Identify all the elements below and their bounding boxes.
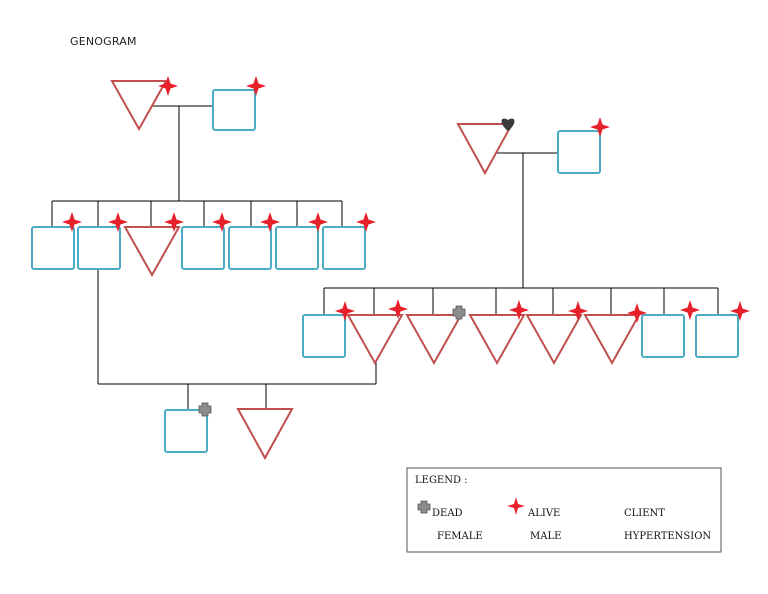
legend-item-male: MALE (530, 531, 561, 542)
female-square (181, 226, 225, 270)
alive-star-icon (730, 301, 750, 321)
female-square (641, 314, 685, 358)
family-connection-lines (51, 105, 719, 410)
alive-star-icon (62, 212, 82, 232)
alive-star-icon (680, 300, 700, 320)
female-square (302, 314, 346, 358)
diagram-title: GENOGRAM (70, 35, 137, 48)
alive-star-icon (509, 300, 529, 320)
heart-icon (501, 118, 515, 131)
alive-star-icon (388, 299, 408, 319)
legend-item-alive: ALIVE (527, 508, 560, 519)
female-square (212, 89, 256, 131)
legend: LEGEND : DEAD ALIVE CLIENT FEMALE MALE H… (406, 467, 722, 553)
alive-star-icon (568, 301, 588, 321)
legend-item-female: FEMALE (437, 531, 483, 542)
male-triangle (110, 80, 168, 132)
female-square (275, 226, 319, 270)
female-square (31, 226, 75, 270)
alive-star-icon (308, 212, 328, 232)
alive-star-icon (164, 212, 184, 232)
female-square (228, 226, 272, 270)
legend-item-hypertension: HYPERTENSION (624, 531, 711, 542)
legend-heading: LEGEND : (415, 475, 468, 486)
alive-star-icon (507, 497, 525, 515)
legend-box (406, 467, 722, 553)
female-square (557, 130, 601, 174)
alive-star-icon (627, 303, 647, 323)
alive-star-icon (158, 76, 178, 96)
alive-star-icon (212, 212, 232, 232)
male-triangle (456, 123, 514, 176)
legend-item-dead: DEAD (432, 508, 463, 519)
status-markers (62, 76, 750, 417)
alive-star-icon (590, 117, 610, 137)
male-triangle (236, 408, 294, 461)
male-triangle (525, 314, 583, 366)
dead-cross-icon (198, 402, 212, 417)
alive-star-icon (108, 212, 128, 232)
female-square (695, 314, 739, 358)
female-square (77, 226, 121, 270)
male-triangle (346, 314, 404, 366)
male-triangle (468, 314, 526, 366)
female-square (164, 409, 208, 453)
alive-star-icon (335, 301, 355, 321)
alive-star-icon (260, 212, 280, 232)
female-square (322, 226, 366, 270)
legend-item-client: CLIENT (624, 508, 665, 519)
alive-star-icon (246, 76, 266, 96)
dead-cross-icon (417, 500, 431, 514)
family-members (31, 80, 739, 461)
alive-star-icon (356, 212, 376, 232)
dead-cross-icon (452, 305, 466, 320)
male-triangle (583, 314, 641, 366)
male-triangle (123, 226, 181, 278)
male-triangle (405, 314, 463, 366)
